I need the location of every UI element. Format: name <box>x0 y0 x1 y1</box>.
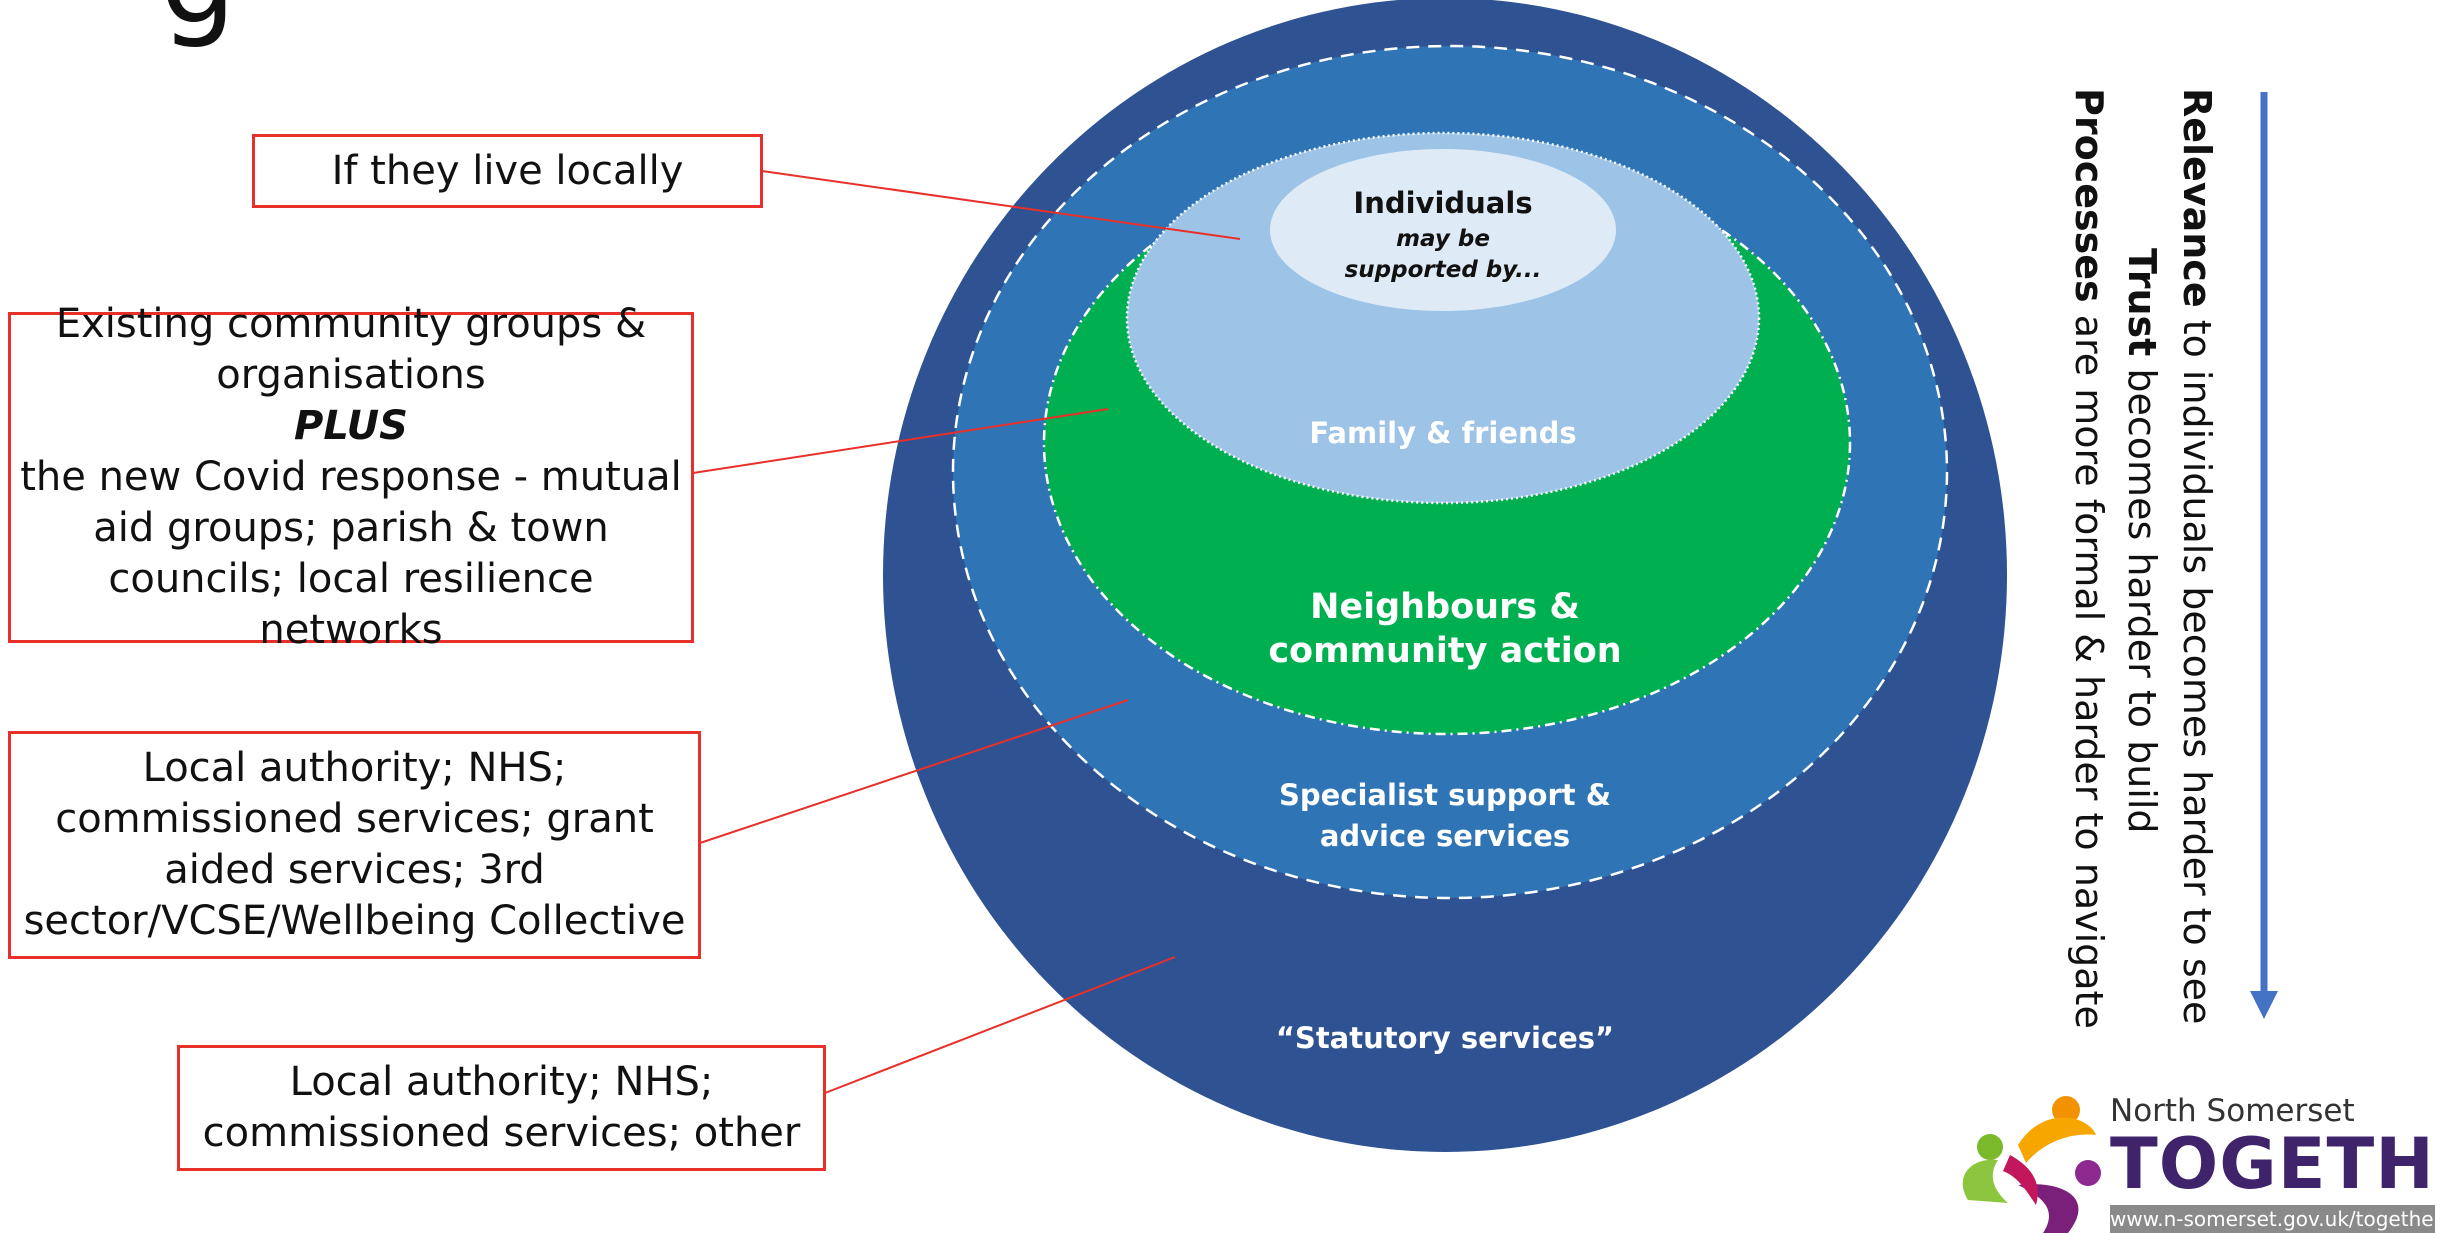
processes-note-rest: are more formal & harder to navigate <box>2067 302 2111 1029</box>
trust-note-rest: becomes harder to build <box>2120 356 2164 834</box>
logo-figure-arm-purple <box>2018 1184 2079 1233</box>
callout-community-groups: Existing community groups & organisation… <box>8 301 694 653</box>
connector-locally <box>761 170 1241 240</box>
logo-figure-arm-pink <box>2003 1155 2038 1205</box>
family-dotted-boundary <box>1125 131 1761 505</box>
callout-community-line-4: the new Covid response - mutual <box>20 454 682 500</box>
neighbours-label-line-1: Neighbours & <box>1310 587 1580 627</box>
callout-specialist-services: Local authority; NHS; commissioned servi… <box>8 731 701 959</box>
individuals-core <box>1270 149 1616 311</box>
relevance-note-bold: Relevance <box>2175 88 2219 308</box>
north-somerset-together-logo <box>1962 1096 2101 1233</box>
logo-figure-arm-orange <box>2018 1117 2096 1163</box>
callout-community-line-5: aid groups; parish & town <box>93 505 609 551</box>
individuals-subtext-line-2: supported by... <box>1345 257 1542 283</box>
callout-if-they-live-locally: If they live locally <box>252 134 763 208</box>
trust-note-bold: Trust <box>2120 248 2164 357</box>
relevance-note: Relevance to individuals becomes harder … <box>2174 88 2220 1024</box>
processes-note-bold: Processes <box>2067 88 2111 303</box>
statutory-label: “Statutory services” <box>1276 1021 1614 1055</box>
callout-statutory-line-1: Local authority; NHS; <box>289 1059 714 1105</box>
specialist-dashed-boundary <box>951 44 1949 900</box>
callout-specialist-line-3: aided services; 3rd <box>164 847 545 893</box>
logo-figure-arm-green <box>1962 1159 2008 1203</box>
callout-specialist-line-2: commissioned services; grant <box>55 796 654 842</box>
logo-figure-head-green <box>1977 1134 2003 1160</box>
logo-figure-head-orange <box>2052 1096 2080 1124</box>
processes-note: Processes are more formal & harder to na… <box>2066 88 2112 1029</box>
trust-note: Trust becomes harder to build <box>2119 248 2165 834</box>
callout-community-line-6: councils; local resilience networks <box>108 556 594 653</box>
specialist-label-line-1: Specialist support & <box>1279 778 1611 812</box>
logo-place-name: North Somerset <box>2110 1093 2355 1129</box>
family-friends-label: Family & friends <box>1309 416 1576 450</box>
callout-statutory-services: Local authority; NHS; commissioned servi… <box>177 1045 826 1171</box>
connector-community <box>692 408 1109 474</box>
connector-specialist <box>699 699 1129 844</box>
callout-statutory-line-2: commissioned services; other <box>202 1110 801 1156</box>
callout-specialist-line-4: sector/VCSE/Wellbeing Collective <box>23 898 686 944</box>
callout-locally-line-1: If they live locally <box>331 147 684 194</box>
callout-community-line-1: Existing community groups & <box>55 301 647 347</box>
callout-community-line-2: organisations <box>216 352 486 398</box>
logo-figure-head-purple <box>2075 1160 2101 1186</box>
neighbours-label-line-2: community action <box>1268 631 1621 671</box>
logo-url[interactable]: www.n-somerset.gov.uk/together <box>2110 1205 2435 1233</box>
callout-community-plus: PLUS <box>294 403 408 449</box>
specialist-label-line-2: advice services <box>1320 819 1570 853</box>
individuals-subtext-line-1: may be <box>1396 226 1490 252</box>
community-dashed-boundary <box>1042 150 1852 736</box>
callout-specialist-line-1: Local authority; NHS; <box>142 745 567 791</box>
individuals-label: Individuals <box>1353 186 1532 220</box>
relevance-note-rest: to individuals becomes harder to see <box>2175 307 2219 1025</box>
title-fragment: g <box>160 0 236 42</box>
connector-statutory <box>824 956 1176 1094</box>
logo-wordmark: TOGETHER <box>2110 1123 2441 1205</box>
